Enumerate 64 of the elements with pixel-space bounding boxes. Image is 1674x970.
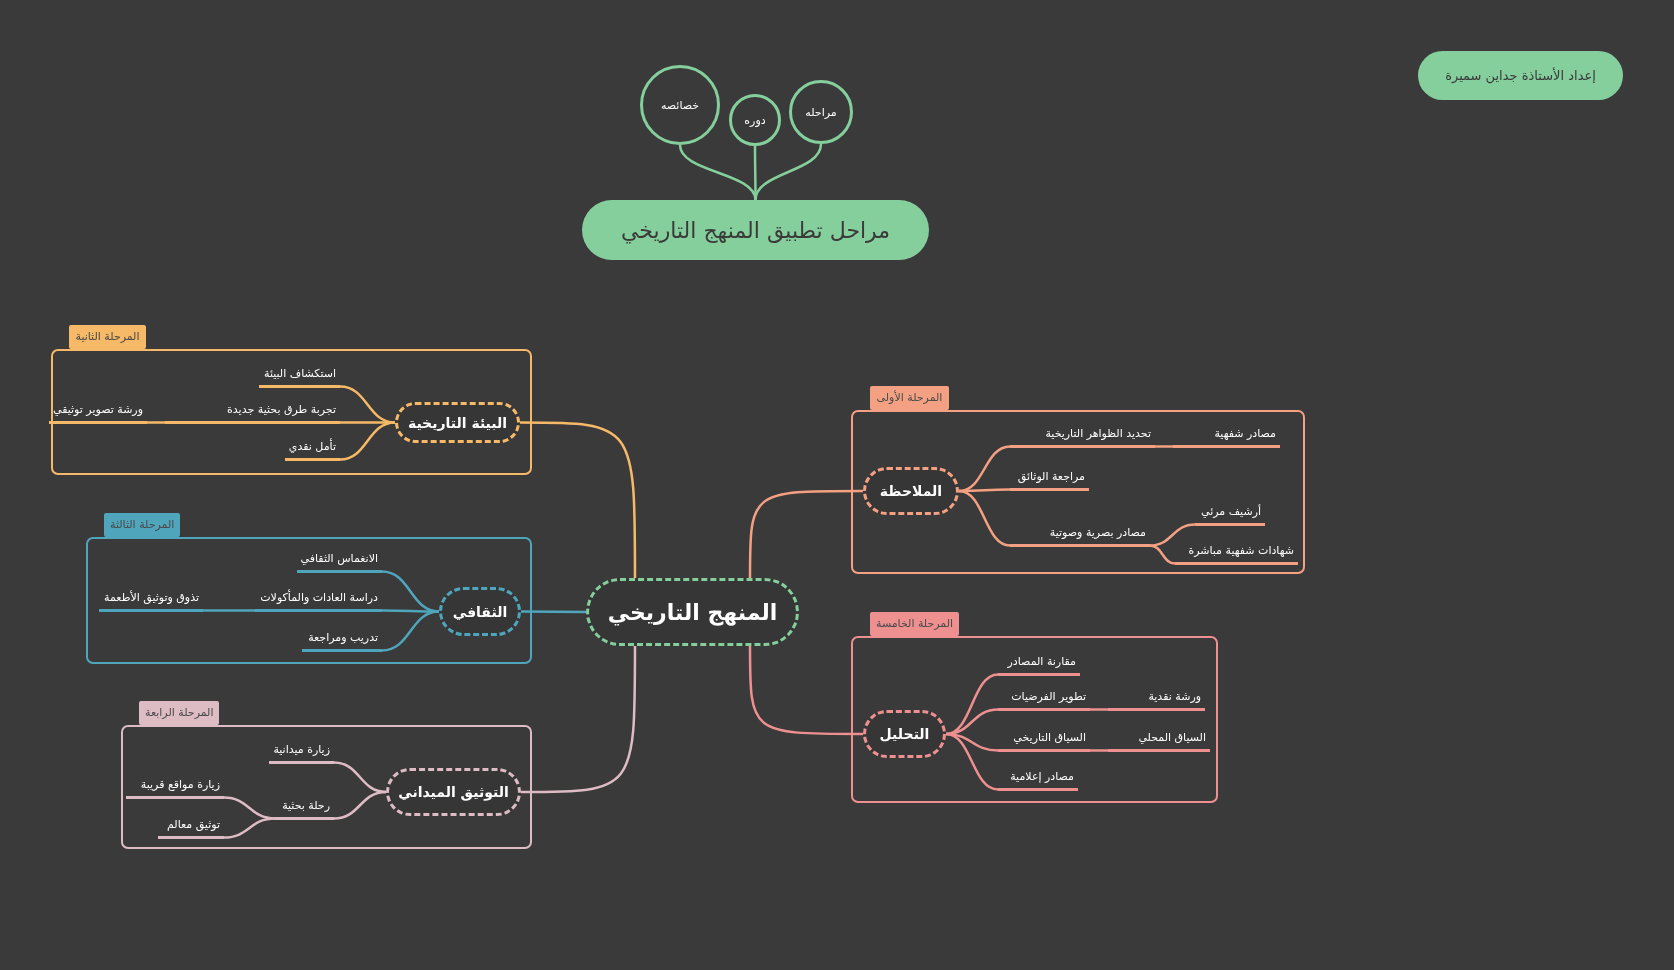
branch-line xyxy=(748,646,863,736)
phase-tag: المرحلة الرابعة xyxy=(139,701,220,725)
branch-label: استكشاف البيئة xyxy=(259,364,340,388)
phase-tag: المرحلة الخامسة xyxy=(870,612,960,636)
branch-line xyxy=(754,143,823,201)
topic-bubble: الثقافي xyxy=(439,587,521,636)
branch-line xyxy=(382,609,439,613)
branch-line xyxy=(1149,523,1196,547)
branch-label: مصادر شفهية xyxy=(1173,424,1280,448)
branch-label: رحلة بحثية xyxy=(275,796,334,820)
branch-label: شهادات شفهية مباشرة xyxy=(1175,541,1298,565)
branch-line xyxy=(203,609,255,612)
branch-label: مقارنة المصادر xyxy=(998,652,1080,676)
branch-line xyxy=(521,610,586,614)
title-banner: مراحل تطبيق المنهج التاريخي xyxy=(582,200,929,260)
idea-circle: مراحله xyxy=(789,80,853,144)
branch-line xyxy=(339,421,396,461)
branch-label: تذوق وتوثيق الأطعمة xyxy=(99,588,203,612)
branch-line xyxy=(381,610,440,652)
branch-label: تحديد الظواهر التاريخية xyxy=(1010,424,1155,448)
branch-label: مصادر إعلامية xyxy=(998,767,1078,791)
branch-line xyxy=(945,673,999,736)
branch-label: ورشة تصوير توثيقي xyxy=(49,400,147,424)
branch-line xyxy=(748,489,863,578)
branch-line xyxy=(223,817,276,839)
phase-tag: المرحلة الثانية xyxy=(69,325,146,349)
author-badge: إعداد الأستاذة جداين سميرة xyxy=(1418,51,1623,100)
branch-line xyxy=(333,790,387,820)
branch-label: زيارة مواقع قريبة xyxy=(126,775,224,799)
topic-bubble: التوثيق الميداني xyxy=(386,768,521,816)
branch-line xyxy=(1149,544,1176,565)
phase-tag: المرحلة الثالثة xyxy=(104,513,181,537)
branch-label: تطوير الفرضيات xyxy=(998,687,1090,711)
branch-line xyxy=(945,732,999,791)
idea-circle: دوره xyxy=(729,94,781,146)
branch-line xyxy=(958,489,1011,547)
topic-bubble: التحليل xyxy=(863,710,946,758)
branch-line xyxy=(1090,749,1108,752)
branch-line xyxy=(521,646,637,794)
branch-label: السياق المحلي xyxy=(1108,728,1210,752)
branch-label: زيارة ميدانية xyxy=(269,740,334,764)
central-topic: المنهج التاريخي xyxy=(586,578,799,646)
branch-label: تأمل نقدي xyxy=(284,437,340,461)
branch-label: تجربة طرق بحثية جديدة xyxy=(165,400,340,424)
branch-label: توثيق معالم xyxy=(158,815,224,839)
branch-label: دراسة العادات والمأكولات xyxy=(255,588,382,612)
branch-line xyxy=(147,421,165,424)
branch-line xyxy=(340,421,395,424)
idea-circle: خصائصه xyxy=(640,65,720,145)
branch-label: مراجعة الوثائق xyxy=(1010,467,1089,491)
branch-line xyxy=(1155,445,1173,448)
branch-label: أرشيف مرئي xyxy=(1195,502,1265,526)
branch-label: تدريب ومراجعة xyxy=(302,628,382,652)
branch-line xyxy=(520,421,637,578)
topic-bubble: البيئة التاريخية xyxy=(395,402,520,443)
branch-label: السياق التاريخي xyxy=(998,728,1090,752)
branch-line xyxy=(753,146,757,200)
branch-line xyxy=(1090,708,1108,711)
topic-bubble: الملاحظة xyxy=(863,467,959,515)
branch-label: ورشة نقدية xyxy=(1108,687,1205,711)
branch-line xyxy=(958,445,1011,493)
phase-tag: المرحلة الأولى xyxy=(870,386,949,410)
branch-label: الانغماس الثقافي xyxy=(296,549,382,573)
branch-label: مصادر بصرية وصوتية xyxy=(1010,523,1150,547)
